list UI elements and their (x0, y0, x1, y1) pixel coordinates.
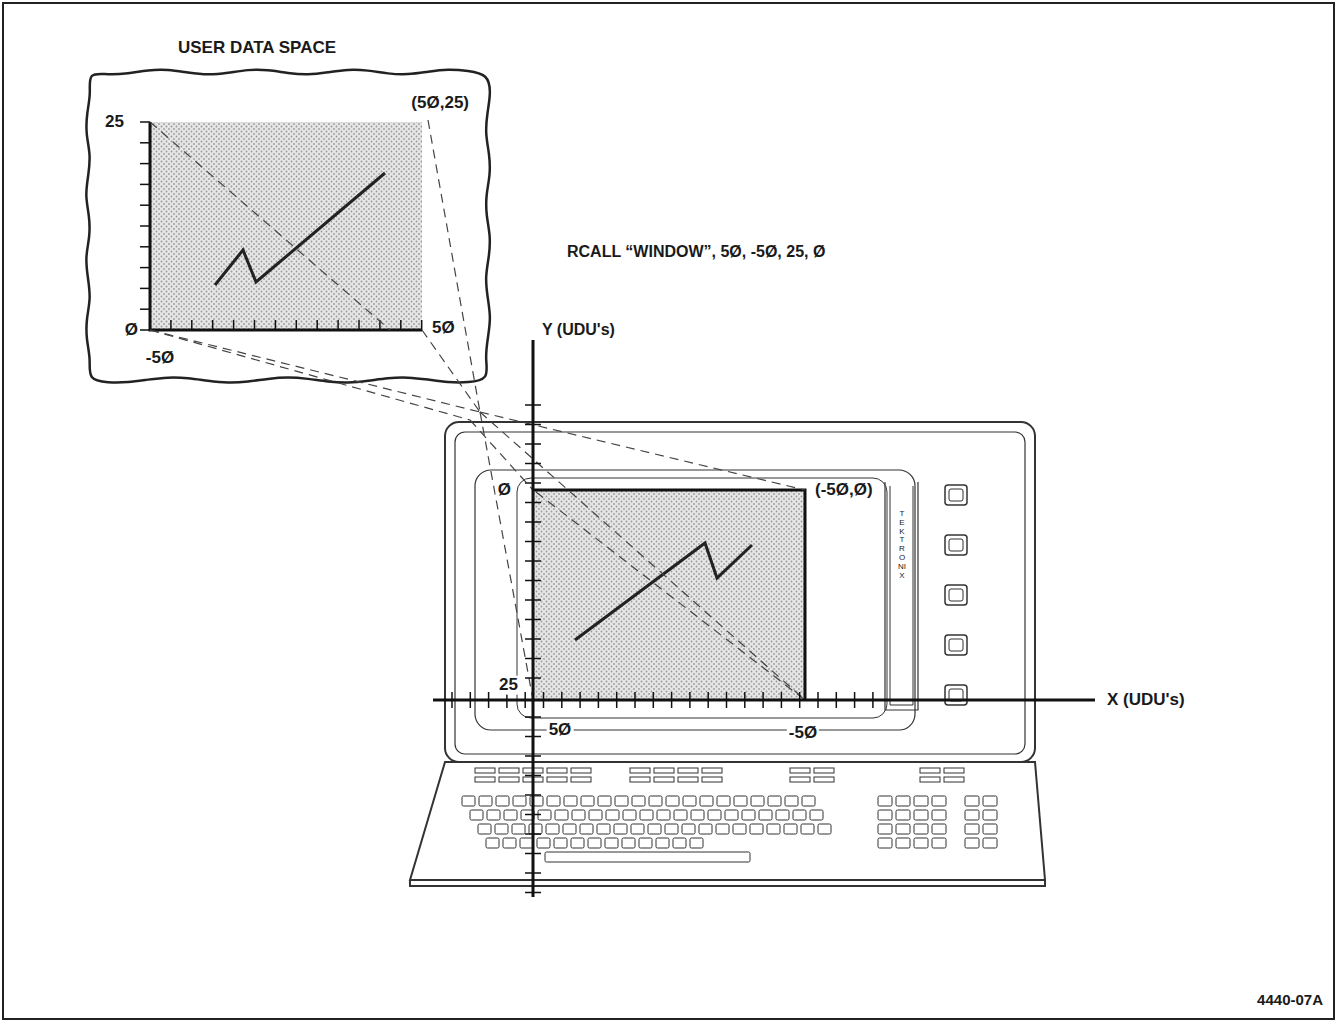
axis-value: Ø (123, 321, 140, 340)
axis-value: Ø (496, 481, 513, 500)
axis-ticks (452, 405, 873, 893)
terminal (410, 422, 1045, 886)
x-axis (433, 699, 1095, 702)
projection-lines (150, 120, 805, 700)
axis-value: 25 (103, 113, 126, 132)
data-space-panel (86, 70, 490, 383)
keyboard (462, 768, 997, 862)
data-area (150, 122, 422, 330)
command-text: RCALL “WINDOW”, 5Ø, -5Ø, 25, Ø (565, 243, 827, 261)
plot-line (215, 173, 385, 285)
corner-coordinate: (-5Ø,Ø) (813, 481, 875, 500)
terminal-buttons (945, 485, 967, 705)
plot-line (575, 543, 752, 640)
axis-value: 5Ø (547, 721, 574, 740)
axis-title: X (UDU's) (1105, 691, 1187, 710)
axis-value: -5Ø (787, 724, 819, 743)
corner-coordinate: (5Ø,25) (409, 94, 471, 113)
data-ticks (140, 122, 422, 330)
panel-heading: USER DATA SPACE (88, 38, 488, 58)
y-axis (532, 340, 535, 897)
axis-value: 5Ø (430, 319, 457, 338)
window-border (533, 490, 805, 700)
axis-value: 25 (497, 676, 520, 695)
brand-name: TEKTRONIX (896, 510, 908, 580)
data-space-box: USER DATA SPACE (88, 38, 488, 58)
figure-number: 4440-07A (1255, 992, 1325, 1009)
axis-value: -5Ø (144, 349, 176, 368)
data-axes (150, 122, 422, 330)
screen-window (533, 490, 805, 700)
figure-frame (3, 3, 1334, 1019)
axis-title: Y (UDU's) (540, 321, 617, 339)
